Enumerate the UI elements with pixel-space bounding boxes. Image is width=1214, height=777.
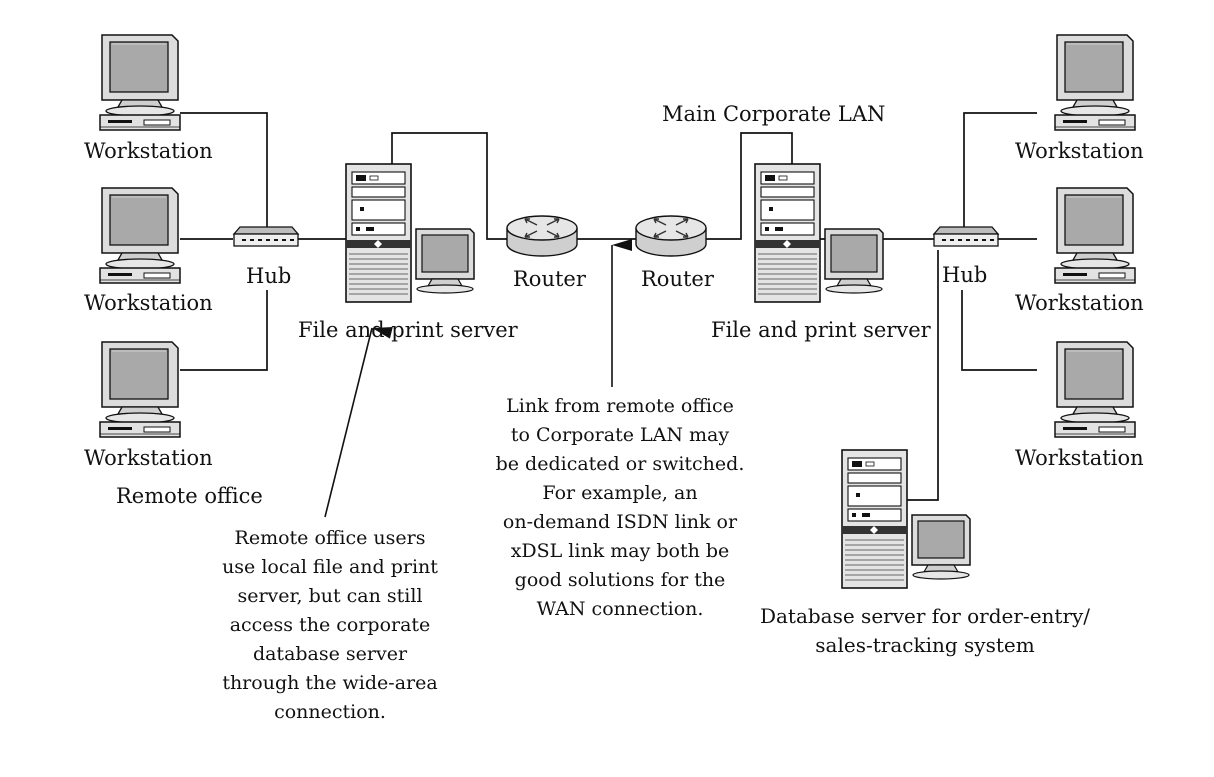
remote-note-line: through the wide-area xyxy=(222,672,438,694)
right-router-icon xyxy=(635,215,707,257)
right-router-label: Router xyxy=(641,267,714,291)
remote-hub-label: Hub xyxy=(246,264,292,288)
wan-link-note: Link from remote office to Corporate LAN… xyxy=(470,392,770,624)
corporate-hub-to-database-link xyxy=(905,250,939,501)
remote-note-line: use local file and print xyxy=(222,556,438,578)
remote-file-print-server-icon xyxy=(345,163,475,303)
router-to-corporate-server-link xyxy=(706,132,793,240)
corporate-workstation-3-label: Workstation xyxy=(1015,446,1144,470)
wan-note-line: WAN connection. xyxy=(536,598,704,620)
remote-server-label: File and print server xyxy=(298,318,518,342)
corporate-workstation-1-label: Workstation xyxy=(1015,139,1144,163)
corporate-hub-to-ws1-link xyxy=(963,112,1037,228)
remote-workstation-2-label: Workstation xyxy=(84,291,213,315)
remote-server-to-router-link xyxy=(391,132,507,240)
remote-note-line: access the corporate xyxy=(229,614,431,636)
corporate-hub-icon xyxy=(933,226,999,247)
remote-workstation-2-icon xyxy=(99,187,181,284)
remote-workstation-3-label: Workstation xyxy=(84,446,213,470)
remote-workstation-1-label: Workstation xyxy=(84,139,213,163)
database-label-line: Database server for order-entry/ xyxy=(759,604,1091,628)
remote-office-label: Remote office xyxy=(116,484,263,508)
corporate-file-print-server-icon xyxy=(754,163,884,303)
database-server-label: Database server for order-entry/ sales-t… xyxy=(740,602,1110,660)
corporate-server-label: File and print server xyxy=(711,318,931,342)
wan-note-line: good solutions for the xyxy=(514,569,726,591)
wan-note-line: on-demand ISDN link or xyxy=(502,511,738,533)
main-corporate-lan-label: Main Corporate LAN xyxy=(662,102,886,126)
remote-note-line: database server xyxy=(252,643,408,665)
remote-ws3-to-hub-link xyxy=(180,290,268,371)
wan-note-line: Link from remote office xyxy=(506,395,734,417)
corporate-workstation-1-icon xyxy=(1054,34,1136,131)
wan-note-line: For example, an xyxy=(542,482,698,504)
remote-workstation-1-icon xyxy=(99,34,181,131)
corporate-workstation-3-icon xyxy=(1054,341,1136,438)
corporate-workstation-2-icon xyxy=(1054,187,1136,284)
remote-hub-icon xyxy=(233,226,299,247)
database-label-line: sales-tracking system xyxy=(815,633,1035,657)
remote-note-line: Remote office users xyxy=(234,527,426,549)
wan-note-line: to Corporate LAN may xyxy=(510,424,730,446)
left-router-label: Router xyxy=(513,267,586,291)
connection-lines xyxy=(180,112,1037,501)
corporate-hub-to-ws3-link xyxy=(961,290,1037,371)
remote-note-line: server, but can still xyxy=(237,585,423,607)
remote-note-arrow xyxy=(324,327,393,518)
remote-note-line: connection. xyxy=(274,701,386,723)
remote-ws1-to-hub-link xyxy=(180,112,268,228)
corporate-hub-label: Hub xyxy=(942,263,988,287)
left-router-icon xyxy=(506,215,578,257)
corporate-workstation-2-label: Workstation xyxy=(1015,291,1144,315)
remote-office-note: Remote office users use local file and p… xyxy=(200,524,460,727)
wan-note-line: xDSL link may both be xyxy=(510,540,730,562)
database-server-icon xyxy=(841,449,971,589)
wan-note-line: be dedicated or switched. xyxy=(495,453,745,475)
remote-workstation-3-icon xyxy=(99,341,181,438)
